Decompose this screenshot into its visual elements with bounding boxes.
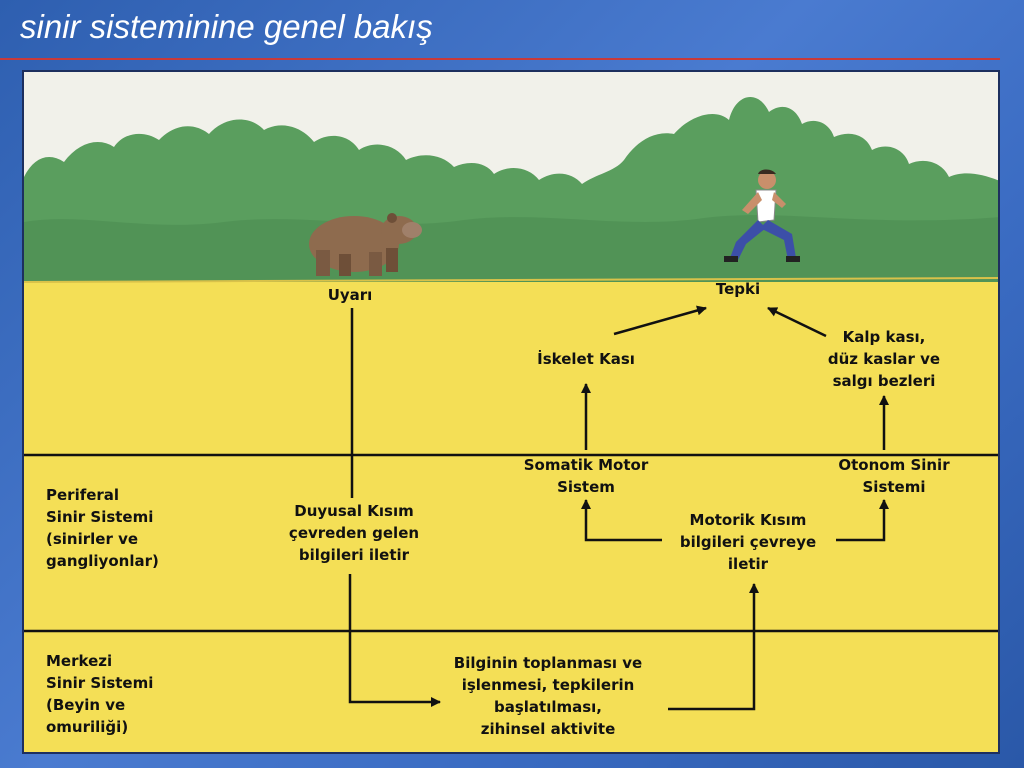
autonomic-label: Otonom Sinir Sistemi [838,456,950,496]
stimulus-label: Uyarı [327,286,373,304]
running-man-illustration [724,169,800,262]
diagram-drawing [24,72,998,711]
sensory-to-cns-arrow [348,574,441,707]
processing-label: Bilginin toplanması ve işlenmesi, tepkil… [453,654,643,738]
motor-to-autonomic-arrow [836,499,889,542]
motor-label: Motorik Kısım bilgileri çevreye iletir [679,511,817,573]
somatic-motor-label: Somatik Motor Sistem [523,456,649,496]
motor-to-somatic-arrow [581,499,662,542]
cns-to-motor-arrow [668,583,759,711]
ground-edge [24,277,998,283]
effectors-to-response-arrow [767,306,827,338]
peripheral-label: Periferal Sinir Sistemi (sinirler ve gan… [46,486,159,570]
slide-title: sinir sisteminine genel bakış [20,8,433,45]
response-label: Tepki [715,280,761,298]
title-divider [0,58,1000,60]
diagram-panel: Uyarı Tepki İskelet Kası Kalp kası, düz … [22,70,1000,754]
skeletal-muscle-label: İskelet Kası [537,350,635,368]
bear-illustration [309,213,422,276]
sensory-label: Duyusal Kısım çevreden gelen bilgileri i… [288,502,420,564]
effectors-label: Kalp kası, düz kaslar ve salgı bezleri [827,328,941,390]
central-label: Merkezi Sinir Sistemi (Beyin ve omuriliğ… [46,652,154,736]
skeletal-to-response-arrow [613,305,707,336]
tree-shading [24,215,998,282]
